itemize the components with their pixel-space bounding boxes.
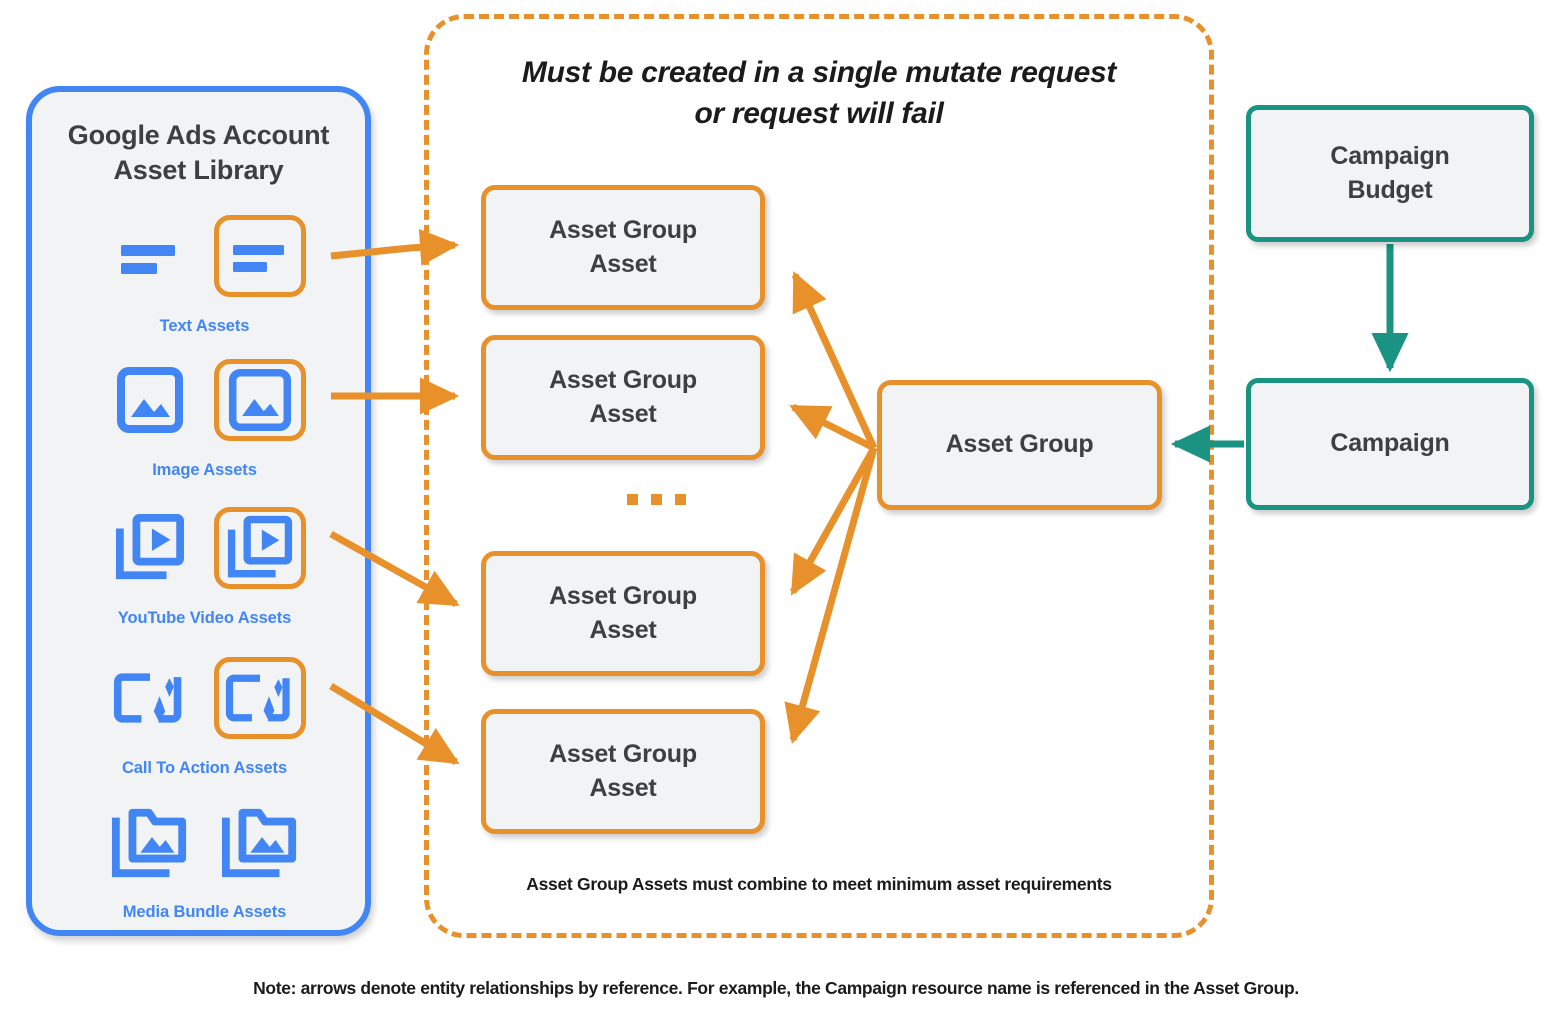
asset-caption-text: Text Assets (159, 317, 250, 335)
asset-group-asset-node-4[interactable]: Asset Group Asset (481, 709, 765, 834)
campaign-node[interactable]: Campaign (1246, 378, 1534, 510)
asset-icons-image (32, 352, 377, 448)
asset-group-asset-node-2[interactable]: Asset Group Asset (481, 335, 765, 460)
image-asset-icon-selected[interactable] (213, 359, 306, 441)
text-asset-icon (104, 215, 196, 297)
asset-group-asset-node-3[interactable]: Asset Group Asset (481, 551, 765, 676)
asset-row-text: Text Assets (32, 208, 377, 338)
asset-row-media-bundle: Media Bundle Assets (32, 794, 377, 924)
asset-icons-text (32, 208, 377, 304)
asset-group-asset-label-2: Asset Group Asset (549, 366, 697, 428)
ellipsis-dot-3 (675, 494, 686, 505)
asset-icons-media-bundle (32, 794, 377, 890)
asset-caption-media-bundle: Media Bundle Assets (122, 903, 287, 921)
call-to-action-asset-icon (104, 657, 196, 739)
bottom-note: Note: arrows denote entity relationships… (253, 978, 1299, 998)
asset-caption-image: Image Assets (152, 461, 257, 479)
text-asset-icon-selected[interactable] (213, 215, 306, 297)
ellipsis-indicator (627, 494, 686, 505)
asset-group-node[interactable]: Asset Group (877, 380, 1162, 510)
call-to-action-asset-icon-selected[interactable] (213, 657, 306, 739)
asset-library-title-line1: Google Ads Account (67, 120, 330, 150)
asset-group-asset-label-3: Asset Group Asset (549, 582, 697, 644)
mutate-request-title-line1: Must be created in a single mutate reque… (521, 56, 1117, 89)
asset-library-title: Google Ads Account Asset Library (32, 118, 365, 187)
asset-row-youtube-video: YouTube Video Assets (32, 500, 377, 630)
youtube-video-asset-icon (104, 507, 196, 589)
campaign-budget-label: Campaign Budget (1330, 142, 1450, 204)
ellipsis-dot-1 (627, 494, 638, 505)
mutate-request-footnote: Asset Group Assets must combine to meet … (526, 874, 1112, 894)
campaign-budget-node[interactable]: Campaign Budget (1246, 105, 1534, 242)
asset-icons-call-to-action (32, 650, 377, 746)
image-asset-icon (104, 359, 196, 441)
asset-row-call-to-action: Call To Action Assets (32, 650, 377, 780)
asset-group-label: Asset Group (945, 430, 1094, 459)
ellipsis-dot-2 (651, 494, 662, 505)
campaign-label: Campaign (1330, 429, 1450, 458)
asset-group-asset-node-1[interactable]: Asset Group Asset (481, 185, 765, 310)
youtube-video-asset-icon-selected[interactable] (213, 507, 306, 589)
asset-caption-call-to-action: Call To Action Assets (121, 759, 288, 777)
media-bundle-asset-icon-2 (214, 801, 306, 883)
asset-library-title-line2: Asset Library (113, 154, 284, 185)
asset-row-image: Image Assets (32, 352, 377, 482)
mutate-request-title-line2: or request will fail (694, 97, 944, 131)
asset-library-panel: Google Ads Account Asset Library (26, 86, 371, 936)
asset-group-asset-label-4: Asset Group Asset (549, 740, 697, 802)
media-bundle-asset-icon (104, 801, 196, 883)
asset-caption-youtube-video: YouTube Video Assets (117, 609, 292, 627)
asset-icons-youtube-video (32, 500, 377, 596)
asset-group-asset-label-1: Asset Group Asset (549, 216, 697, 278)
mutate-request-title: Must be created in a single mutate reque… (432, 52, 1206, 135)
